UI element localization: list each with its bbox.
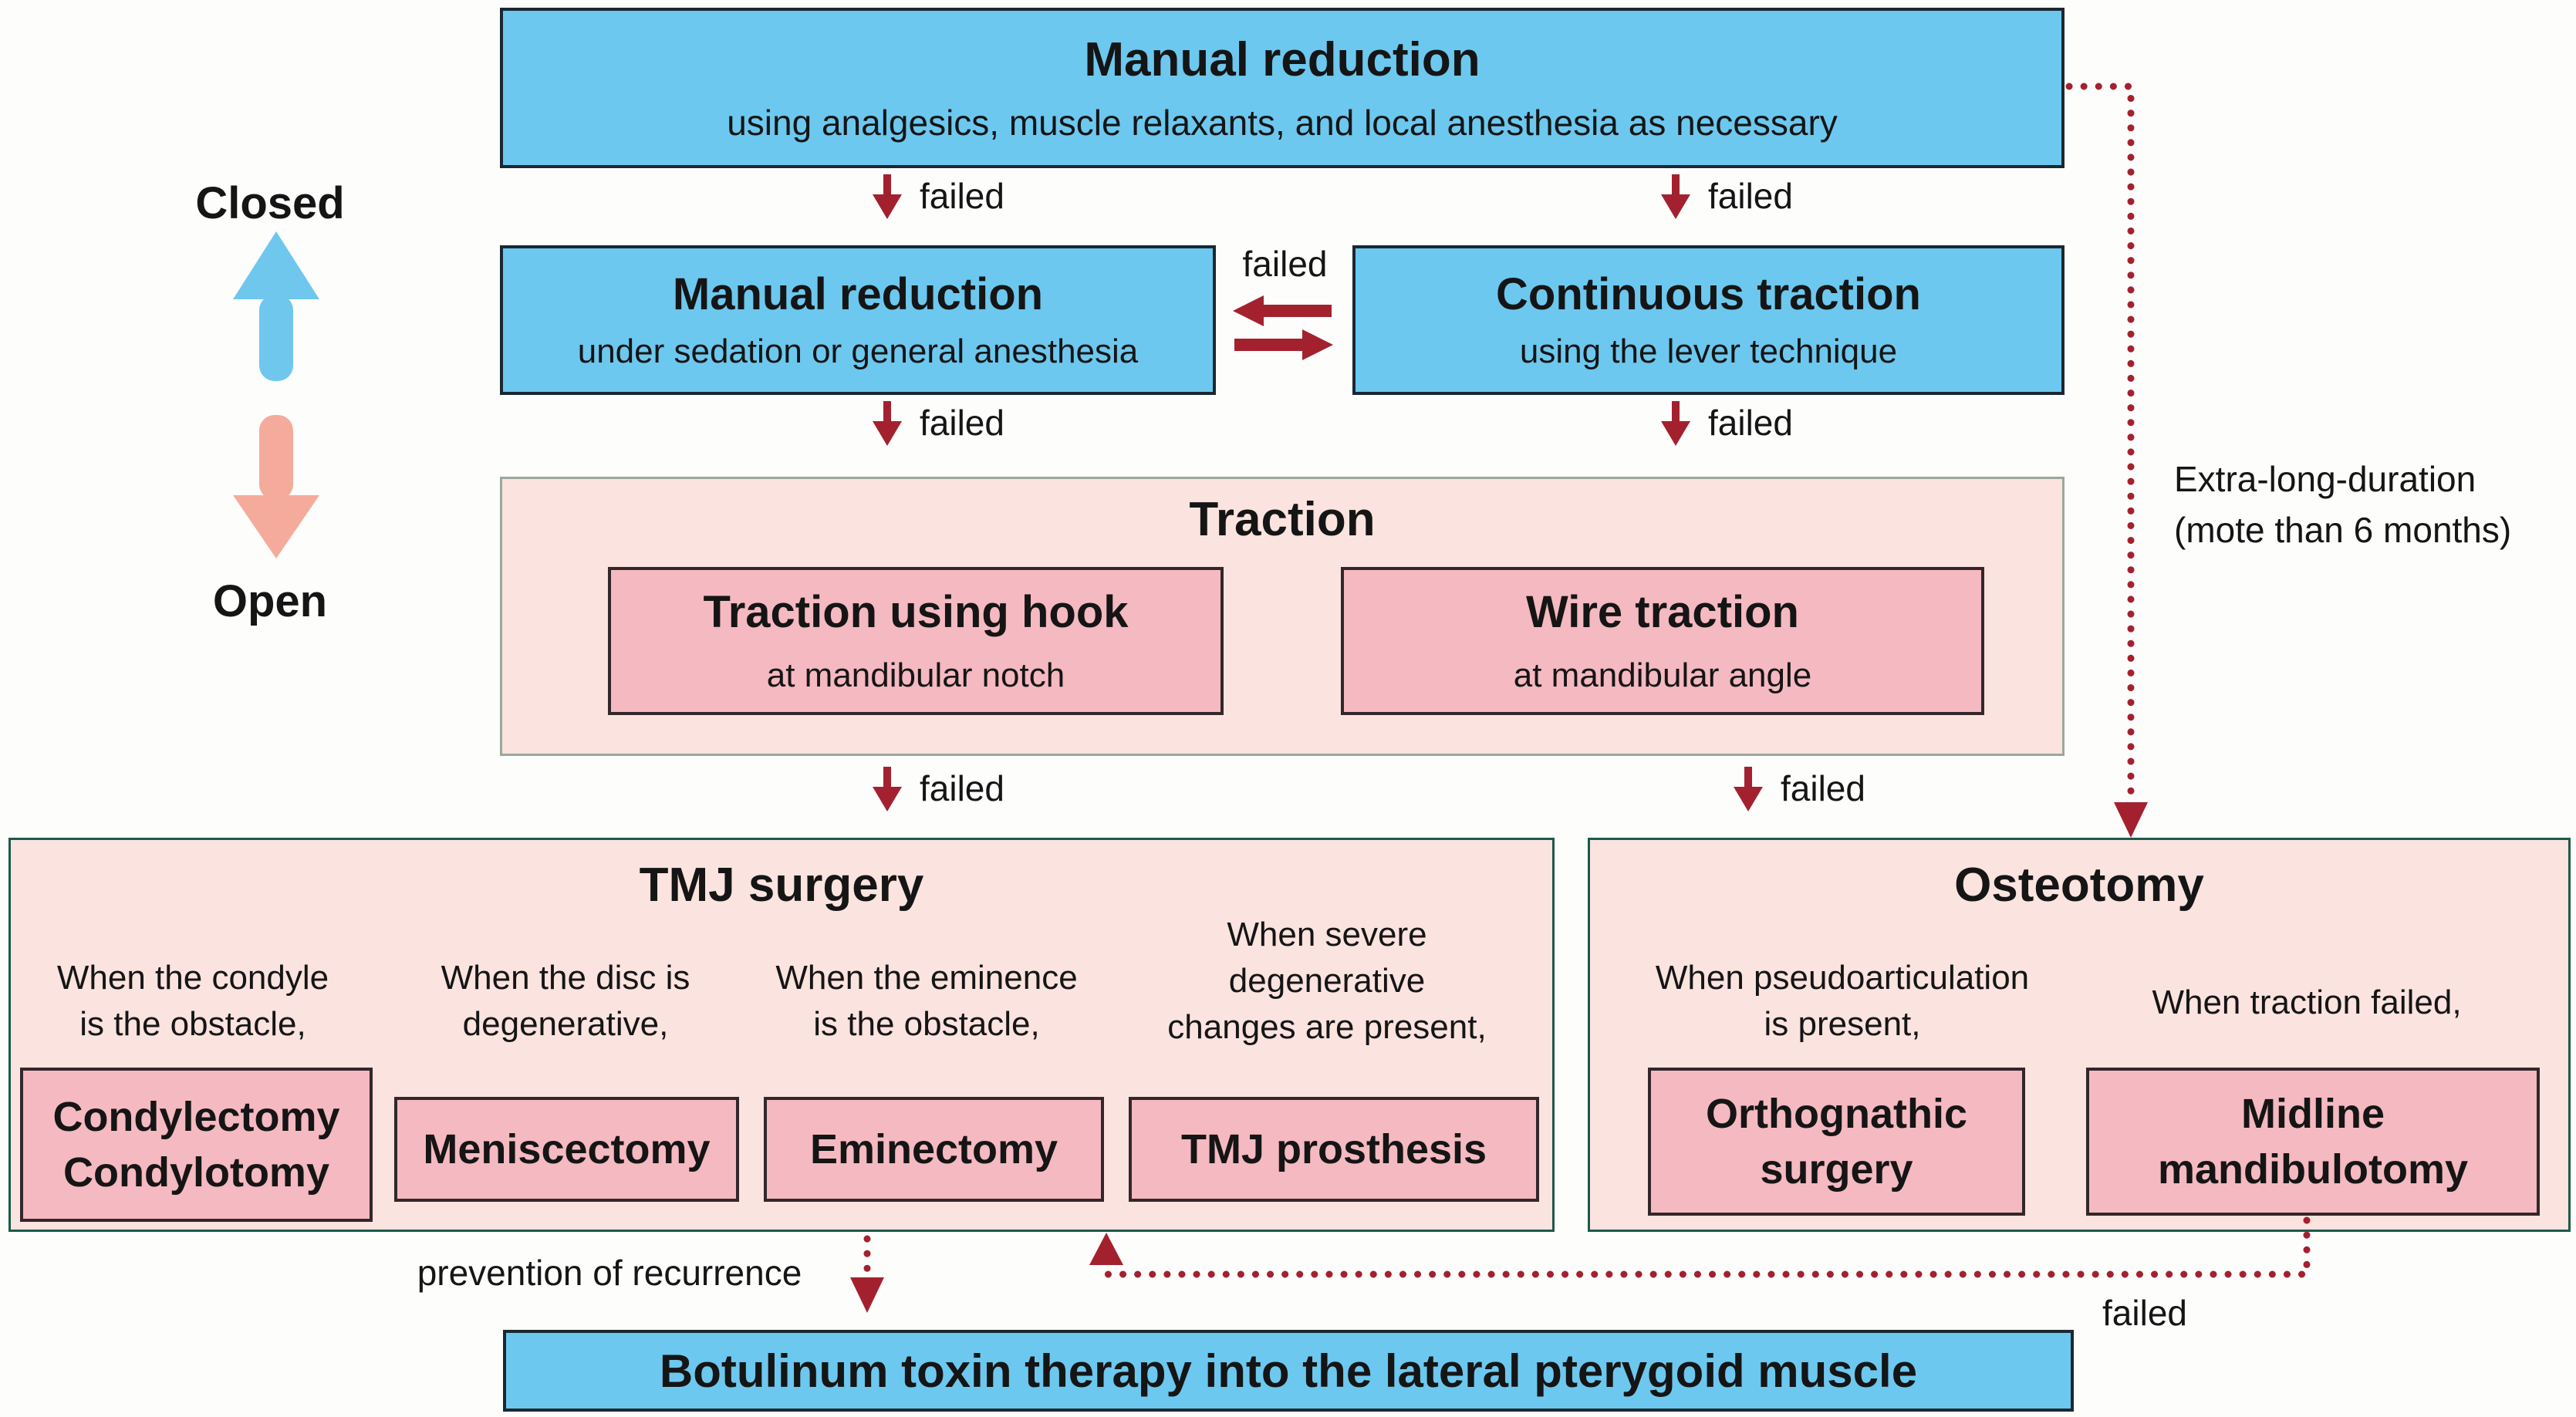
condylectomy-box: Condylectomy Condylotomy bbox=[20, 1068, 373, 1222]
manual-reduction-sedation-box: Manual reduction under sedation or gener… bbox=[500, 245, 1216, 395]
failed-marker: failed bbox=[1659, 401, 1793, 446]
continuous-traction-box: Continuous traction using the lever tech… bbox=[1352, 245, 2065, 395]
failed-label: failed bbox=[1708, 176, 1793, 216]
osteotomy-title: Osteotomy bbox=[1954, 859, 2204, 912]
extra-long-duration-note: Extra-long-duration (mote than 6 months) bbox=[2174, 454, 2575, 555]
failed-marker: failed bbox=[870, 174, 1004, 219]
failed-down-arrow-icon bbox=[1661, 401, 1690, 446]
eminectomy-box: Eminectomy bbox=[764, 1097, 1104, 1202]
extra-long-duration-line2: (mote than 6 months) bbox=[2174, 510, 2512, 550]
tmj-condition-degenerative: When severe degenerative changes are pre… bbox=[1167, 916, 1487, 1046]
tmj-prosthesis-box: TMJ prosthesis bbox=[1129, 1097, 1539, 1202]
failed-down-arrow-icon bbox=[1734, 767, 1763, 811]
closed-label: Closed bbox=[195, 178, 345, 228]
failed-down-arrow-icon bbox=[873, 401, 902, 446]
manual-reduction-title: Manual reduction bbox=[1084, 33, 1480, 86]
prevention-of-recurrence-label: prevention of recurrence bbox=[417, 1253, 802, 1293]
failed-label: failed bbox=[1708, 403, 1793, 443]
wire-traction-title: Wire traction bbox=[1526, 587, 1799, 637]
failed-label: failed bbox=[920, 403, 1004, 443]
wire-traction-subtitle: at mandibular angle bbox=[1513, 656, 1812, 694]
failed-label: failed bbox=[920, 176, 1004, 216]
failed-label: failed bbox=[2102, 1293, 2187, 1333]
open-down-arrow-icon bbox=[231, 413, 321, 560]
traction-hook-title: Traction using hook bbox=[703, 587, 1129, 637]
open-label: Open bbox=[212, 576, 328, 626]
failed-marker: failed bbox=[870, 767, 1004, 811]
swap-arrows-icon bbox=[1233, 295, 1333, 360]
tmj-condition-eminence: When the eminence is the obstacle, bbox=[775, 959, 1078, 1043]
failed-down-arrow-icon bbox=[873, 174, 902, 219]
tmj-condition-disc: When the disc is degenerative, bbox=[441, 959, 690, 1043]
failed-marker: failed bbox=[1731, 767, 1865, 811]
failed-marker: failed bbox=[870, 401, 1004, 446]
traction-hook-box: Traction using hook at mandibular notch bbox=[608, 567, 1224, 715]
manual-reduction-box: Manual reduction using analgesics, muscl… bbox=[500, 8, 2065, 168]
manual-reduction-sedation-subtitle: under sedation or general anesthesia bbox=[577, 332, 1139, 370]
tmj-condition-condyle: When the condyle is the obstacle, bbox=[56, 959, 329, 1043]
failed-down-arrow-icon bbox=[1661, 174, 1690, 219]
osteotomy-condition-traction-failed: When traction failed, bbox=[2152, 983, 2462, 1021]
tmj-surgery-title: TMJ surgery bbox=[639, 859, 924, 912]
closed-up-arrow-icon bbox=[231, 231, 321, 384]
traction-hook-subtitle: at mandibular notch bbox=[766, 656, 1065, 694]
botulinum-toxin-title: Botulinum toxin therapy into the lateral… bbox=[659, 1344, 1918, 1397]
extra-long-duration-line1: Extra-long-duration bbox=[2174, 459, 2476, 499]
failed-marker: failed bbox=[1659, 174, 1793, 219]
failed-label: failed bbox=[1781, 768, 1865, 808]
continuous-traction-title: Continuous traction bbox=[1496, 269, 1921, 319]
manual-reduction-sedation-title: Manual reduction bbox=[672, 269, 1044, 319]
wire-traction-box: Wire traction at mandibular angle bbox=[1341, 567, 1984, 715]
failed-down-arrow-icon bbox=[873, 767, 902, 811]
manual-reduction-subtitle: using analgesics, muscle relaxants, and … bbox=[727, 103, 1838, 143]
continuous-traction-subtitle: using the lever technique bbox=[1519, 332, 1898, 370]
failed-label: failed bbox=[920, 768, 1004, 808]
failed-label: failed bbox=[1242, 244, 1328, 284]
osteotomy-condition-pseudoarticulation: When pseudoarticulation is present, bbox=[1655, 959, 2030, 1043]
traction-title: Traction bbox=[1189, 493, 1376, 546]
orthognathic-surgery-box: Orthognathic surgery bbox=[1648, 1068, 2025, 1216]
botulinum-toxin-box: Botulinum toxin therapy into the lateral… bbox=[503, 1330, 2074, 1412]
midline-mandibulotomy-box: Midline mandibulotomy bbox=[2086, 1068, 2540, 1216]
meniscectomy-box: Meniscectomy bbox=[394, 1097, 739, 1202]
